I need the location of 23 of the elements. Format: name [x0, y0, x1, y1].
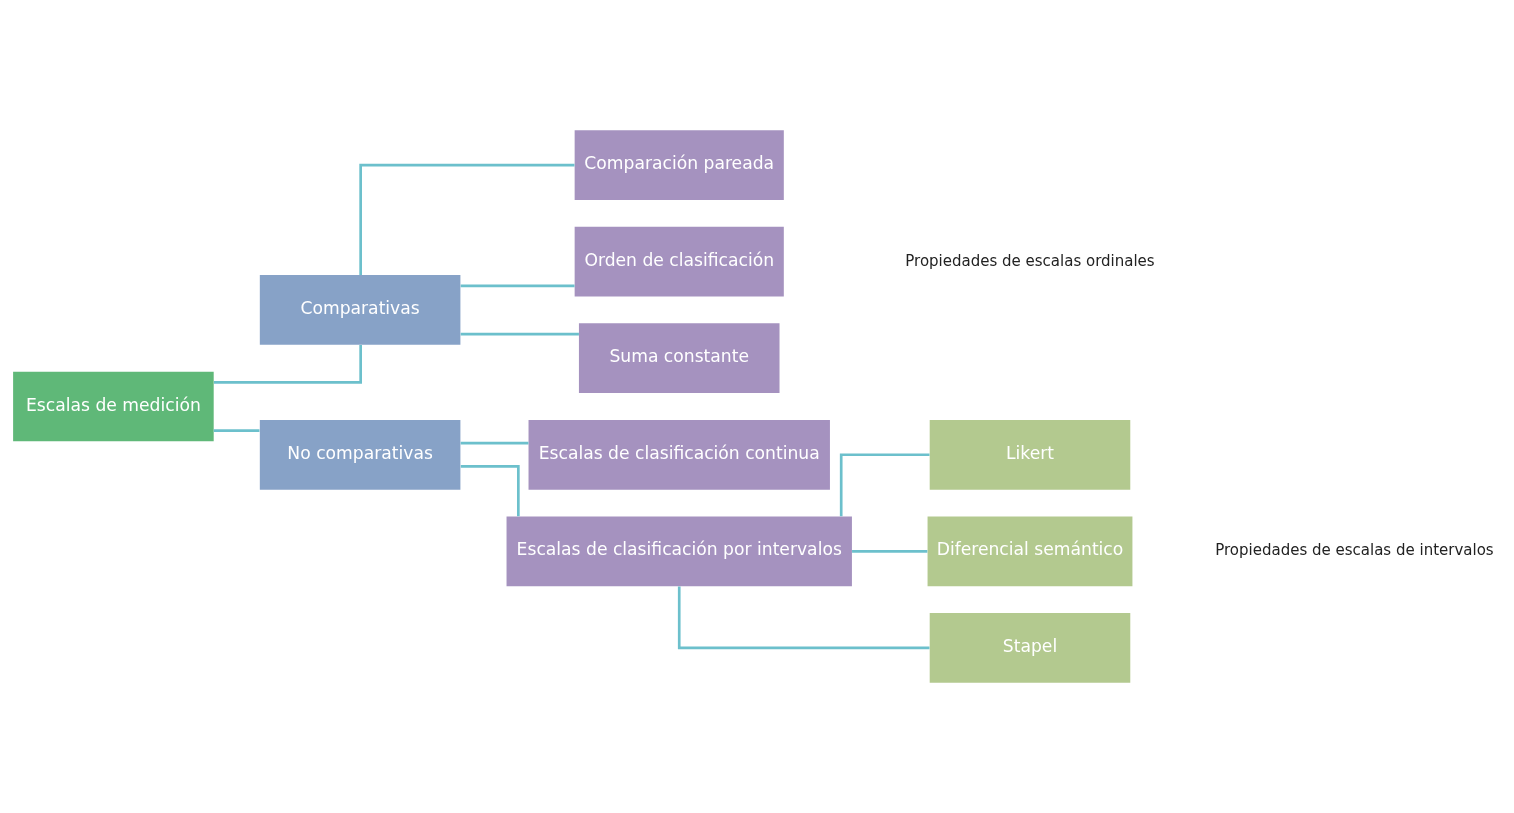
node-box: Comparativas — [259, 275, 461, 345]
node-box: Likert — [929, 419, 1131, 490]
node-box: Orden de clasificación — [574, 226, 784, 297]
node-box: Suma constante — [578, 323, 780, 394]
node-box: Diferencial semántico — [927, 516, 1133, 587]
connector — [677, 586, 930, 650]
label: Propiedades de escalas de intervalos — [1215, 541, 1494, 560]
node-box: Comparación pareada — [574, 130, 784, 200]
connector — [460, 441, 529, 445]
node-box: Escalas de medición — [13, 371, 214, 442]
connector — [460, 284, 575, 288]
node-box: Escalas de clasificación por intervalos — [506, 516, 852, 587]
connector — [213, 344, 362, 384]
connector — [460, 332, 579, 336]
node-box: No comparativas — [259, 419, 461, 490]
connector — [460, 465, 520, 517]
label: Propiedades de escalas ordinales — [905, 251, 1155, 270]
connector — [839, 453, 930, 517]
node-box: Escalas de clasificación continua — [528, 419, 830, 490]
connector — [213, 429, 260, 432]
connector — [852, 549, 928, 553]
connector — [359, 163, 575, 275]
node-box: Stapel — [929, 613, 1131, 683]
